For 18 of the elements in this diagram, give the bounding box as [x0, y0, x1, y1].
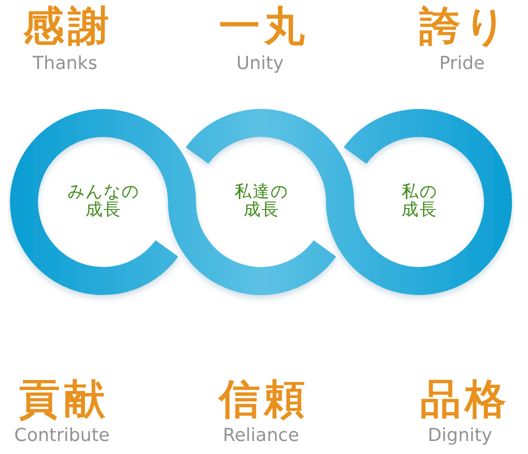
ring [10, 109, 196, 295]
value-heading: 一丸 [218, 6, 309, 47]
ring-label: 私達の成長 [234, 184, 290, 220]
value-caption: Dignity [428, 427, 492, 445]
ring-label: みんなの成長 [66, 184, 140, 220]
value-heading: 感謝 [22, 6, 113, 47]
value-caption: Contribute [14, 427, 110, 445]
value-heading: 誇り [418, 6, 510, 47]
ring-label: 私の成長 [400, 184, 438, 220]
value-caption: Pride [439, 55, 485, 73]
value-heading: 信頼 [217, 379, 309, 420]
value-heading: 貢献 [18, 379, 109, 420]
value-caption: Unity [236, 55, 284, 73]
value-heading: 品格 [419, 379, 510, 420]
value-caption: Thanks [32, 55, 98, 73]
ring [326, 109, 512, 295]
value-caption: Reliance [222, 427, 300, 445]
ring [168, 109, 354, 295]
